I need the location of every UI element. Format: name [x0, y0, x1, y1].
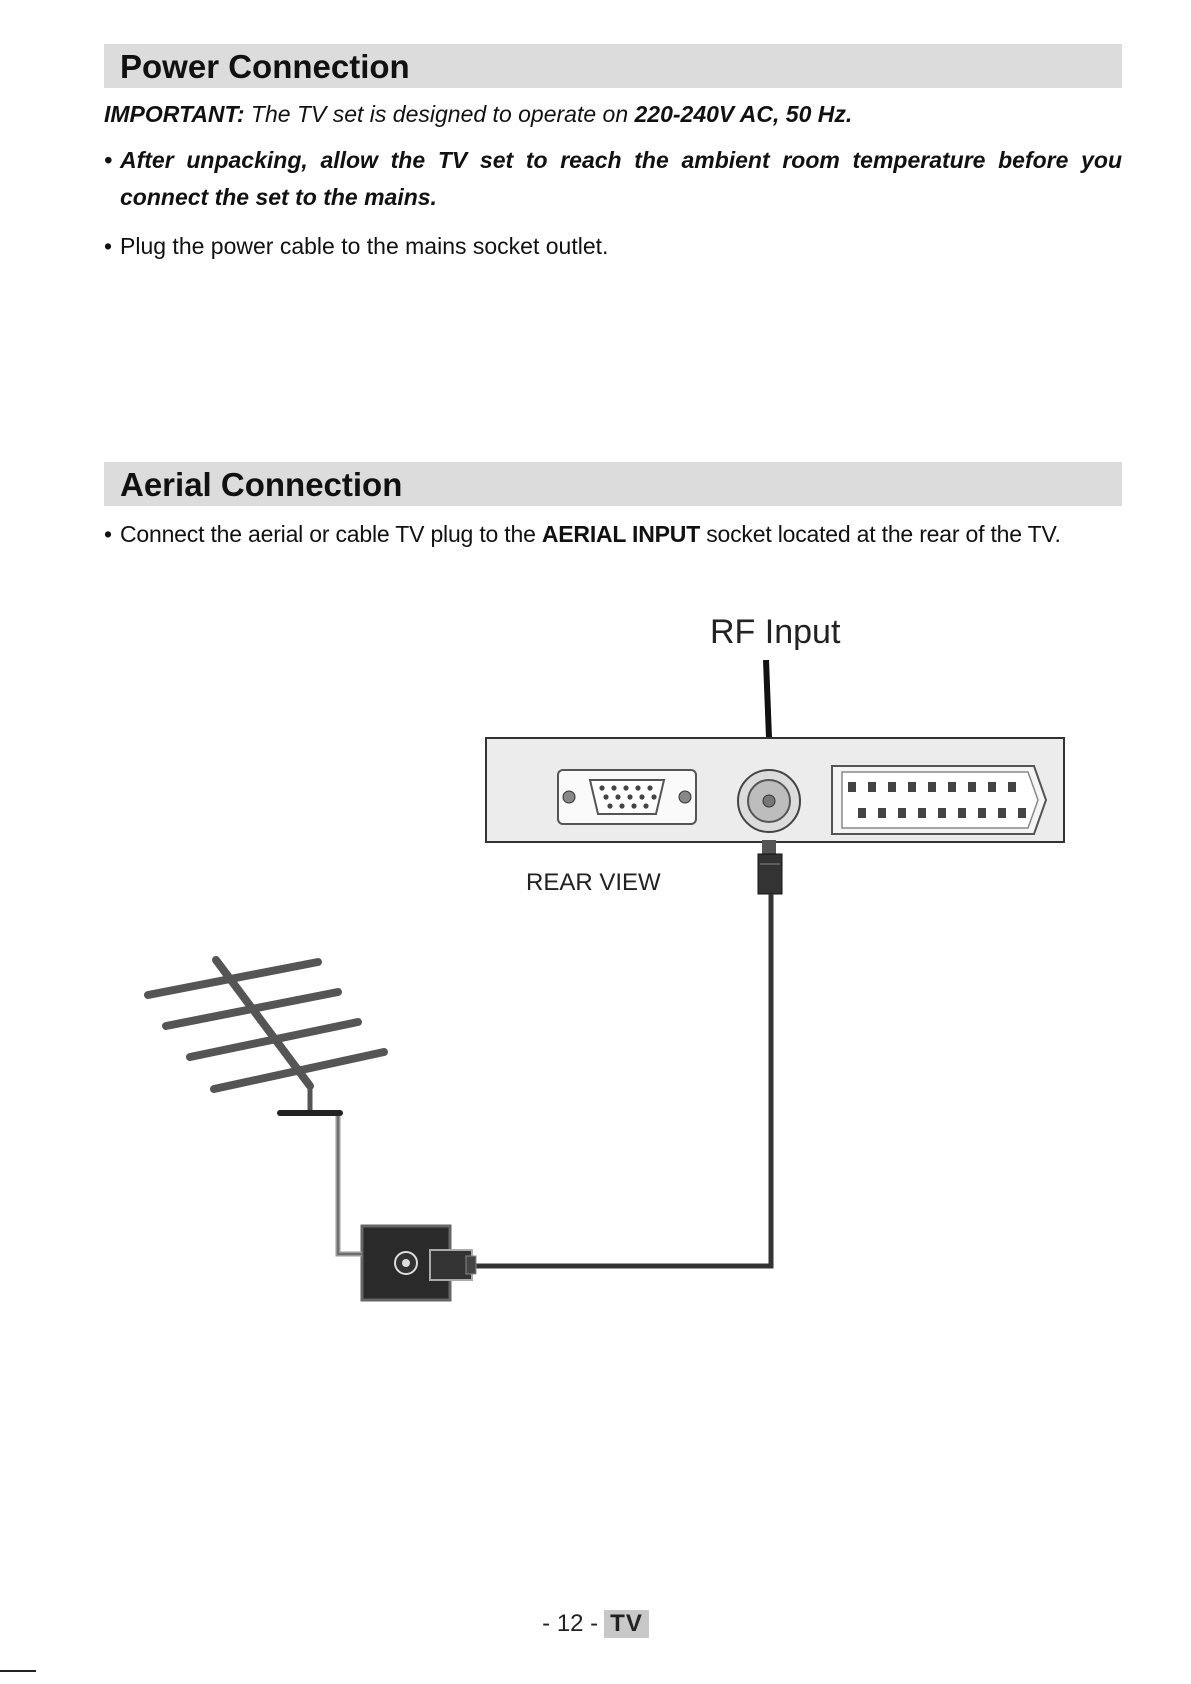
- crop-mark: [0, 1670, 36, 1672]
- important-text: The TV set is designed to operate on: [244, 101, 635, 127]
- voltage-spec: 220-240V AC, 50 Hz.: [634, 101, 853, 127]
- important-label: IMPORTANT:: [104, 101, 245, 127]
- aerial-instruction: • Connect the aerial or cable TV plug to…: [104, 521, 1061, 547]
- scart-port-icon: [831, 765, 1048, 835]
- rf-input-label: RF Input: [710, 613, 841, 651]
- tv-rear-panel: [485, 737, 1065, 843]
- aerial-section-header: Aerial Connection: [104, 462, 1122, 506]
- aerial-input-label: AERIAL INPUT: [541, 521, 701, 547]
- unpacking-text: After unpacking, allow the TV set to rea…: [120, 147, 1122, 210]
- aerial-text-end: socket located at the rear of the TV.: [700, 521, 1061, 547]
- rf-socket-icon: [737, 769, 801, 833]
- aerial-connection-diagram: RF Input: [144, 613, 1065, 1302]
- rear-view-label: REAR VIEW: [526, 869, 661, 896]
- aerial-section-title: Aerial Connection: [120, 466, 403, 503]
- power-section-header: Power Connection: [104, 44, 1122, 88]
- coax-plug-icon: [757, 840, 783, 895]
- important-note: IMPORTANT: The TV set is designed to ope…: [104, 96, 1122, 133]
- power-section-title: Power Connection: [120, 48, 410, 85]
- antenna-cable: [335, 1116, 362, 1257]
- language-badge: TV: [604, 1610, 649, 1638]
- plug-text: Plug the power cable to the mains socket…: [120, 233, 609, 259]
- page-footer: - 12 -TV: [0, 1610, 1191, 1638]
- antenna-icon: [144, 956, 388, 1116]
- unpacking-instruction: • After unpacking, allow the TV set to r…: [104, 142, 1122, 216]
- aerial-cable: [470, 894, 774, 1269]
- page-number: - 12 -: [542, 1610, 599, 1637]
- wall-outlet-icon: [360, 1224, 477, 1302]
- vga-port-icon: [557, 769, 697, 825]
- aerial-text-start: Connect the aerial or cable TV plug to t…: [120, 521, 542, 547]
- plug-instruction: • Plug the power cable to the mains sock…: [104, 228, 1122, 265]
